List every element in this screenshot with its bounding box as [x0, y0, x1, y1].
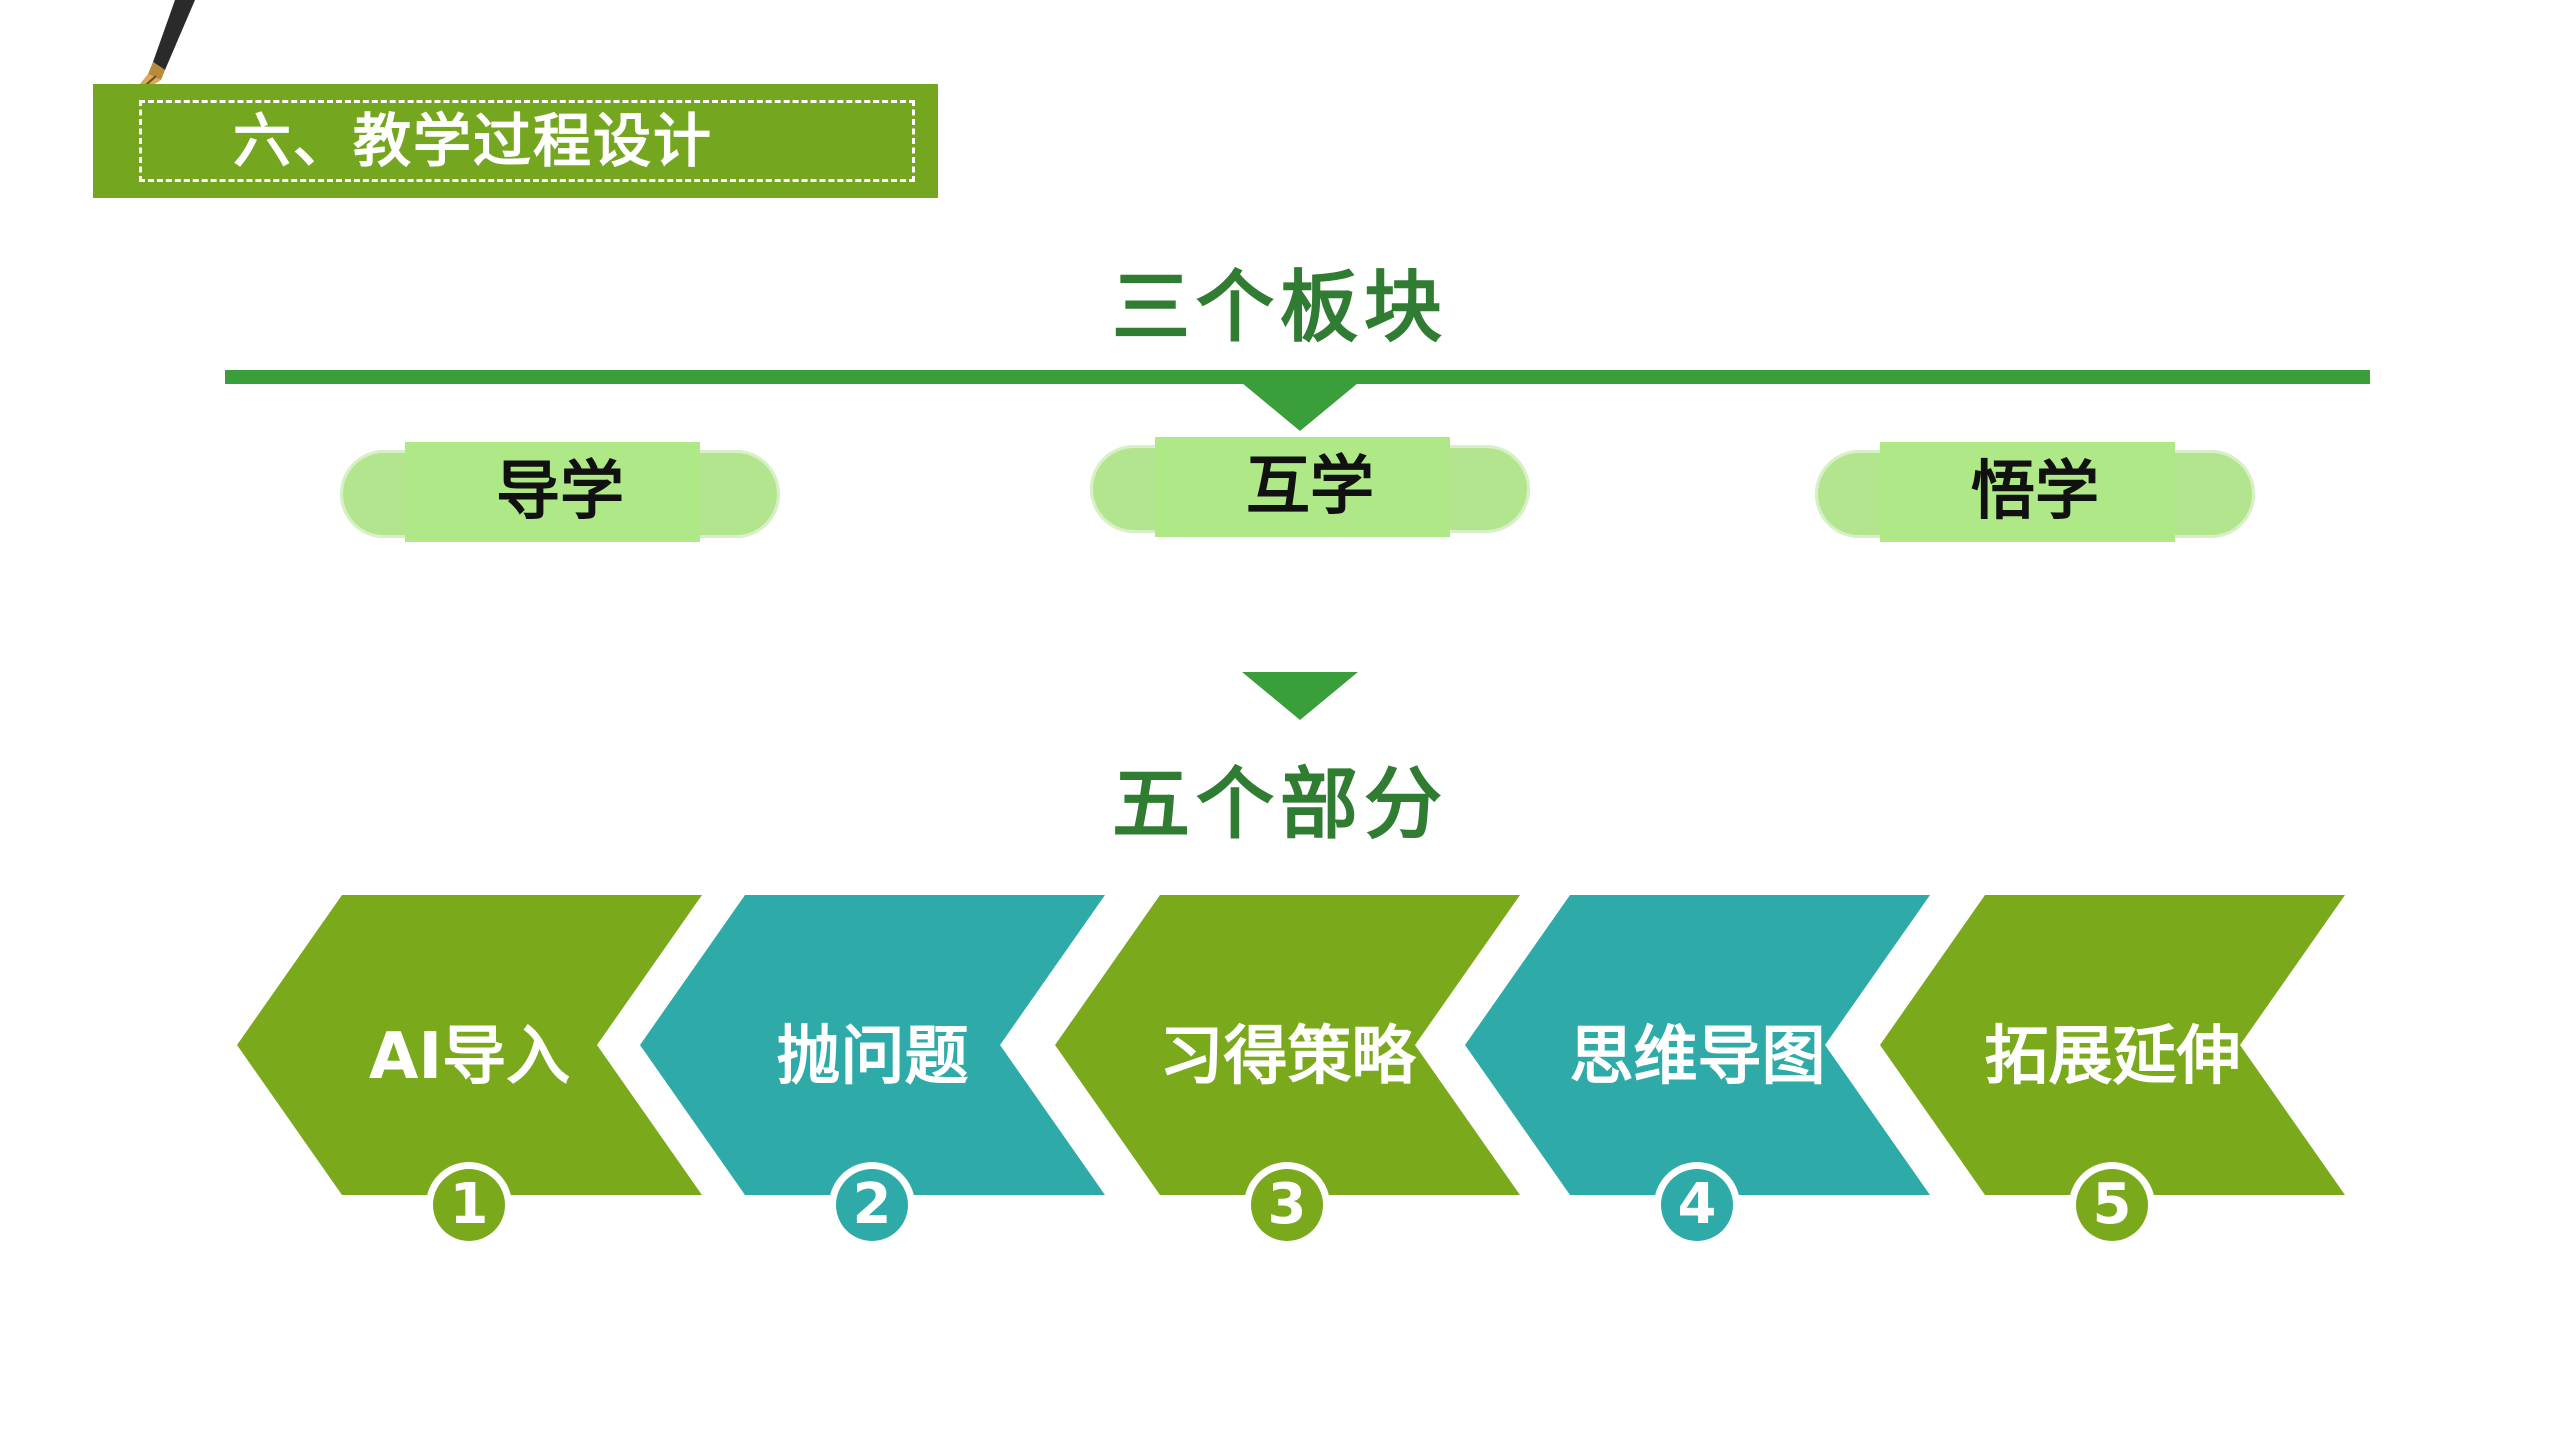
- dashed-frame: [139, 100, 915, 182]
- parts-heading: 五个部分: [1111, 760, 1448, 850]
- module-label: 悟学: [1971, 455, 2099, 529]
- step-number: 5: [2076, 1169, 2148, 1241]
- module-pill-daoxue: 导学: [340, 442, 780, 542]
- step-number: 1: [433, 1169, 505, 1241]
- pill-rect: [405, 442, 700, 542]
- step-number-badge: 4: [1654, 1162, 1740, 1248]
- chevron-step-5: [1880, 895, 2345, 1195]
- step-number: 3: [1251, 1169, 1323, 1241]
- pill-rect: [1880, 442, 2175, 542]
- modules-heading: 三个板块: [1111, 263, 1448, 353]
- down-arrow-icon: [1242, 383, 1358, 431]
- module-pill-huxue: 互学: [1090, 437, 1530, 537]
- step-label: 习得策略: [1159, 1020, 1416, 1094]
- step-label: 拓展延伸: [1984, 1020, 2241, 1094]
- step-number-badge: 2: [829, 1162, 915, 1248]
- chevron-step-3: [1055, 895, 1520, 1195]
- chevron-step-1: [237, 895, 702, 1195]
- step-number-badge: 5: [2069, 1162, 2155, 1248]
- module-label: 导学: [496, 455, 624, 529]
- module-pill-wuxue: 悟学: [1815, 442, 2255, 542]
- chevron-step-2: [640, 895, 1105, 1195]
- step-number-badge: 1: [426, 1162, 512, 1248]
- pill-rect: [1155, 437, 1450, 537]
- divider-line: [225, 370, 2370, 384]
- step-label: AI导入: [368, 1020, 571, 1094]
- step-label: 抛问题: [776, 1020, 969, 1094]
- step-number-badge: 3: [1244, 1162, 1330, 1248]
- step-label: 思维导图: [1569, 1020, 1826, 1094]
- step-number: 2: [836, 1169, 908, 1241]
- chevron-step-4: [1465, 895, 1930, 1195]
- down-arrow-icon: [1242, 672, 1358, 720]
- section-title: 六、教学过程设计: [233, 107, 714, 175]
- module-label: 互学: [1246, 450, 1374, 524]
- section-header: 六、教学过程设计: [93, 84, 938, 198]
- step-number: 4: [1661, 1169, 1733, 1241]
